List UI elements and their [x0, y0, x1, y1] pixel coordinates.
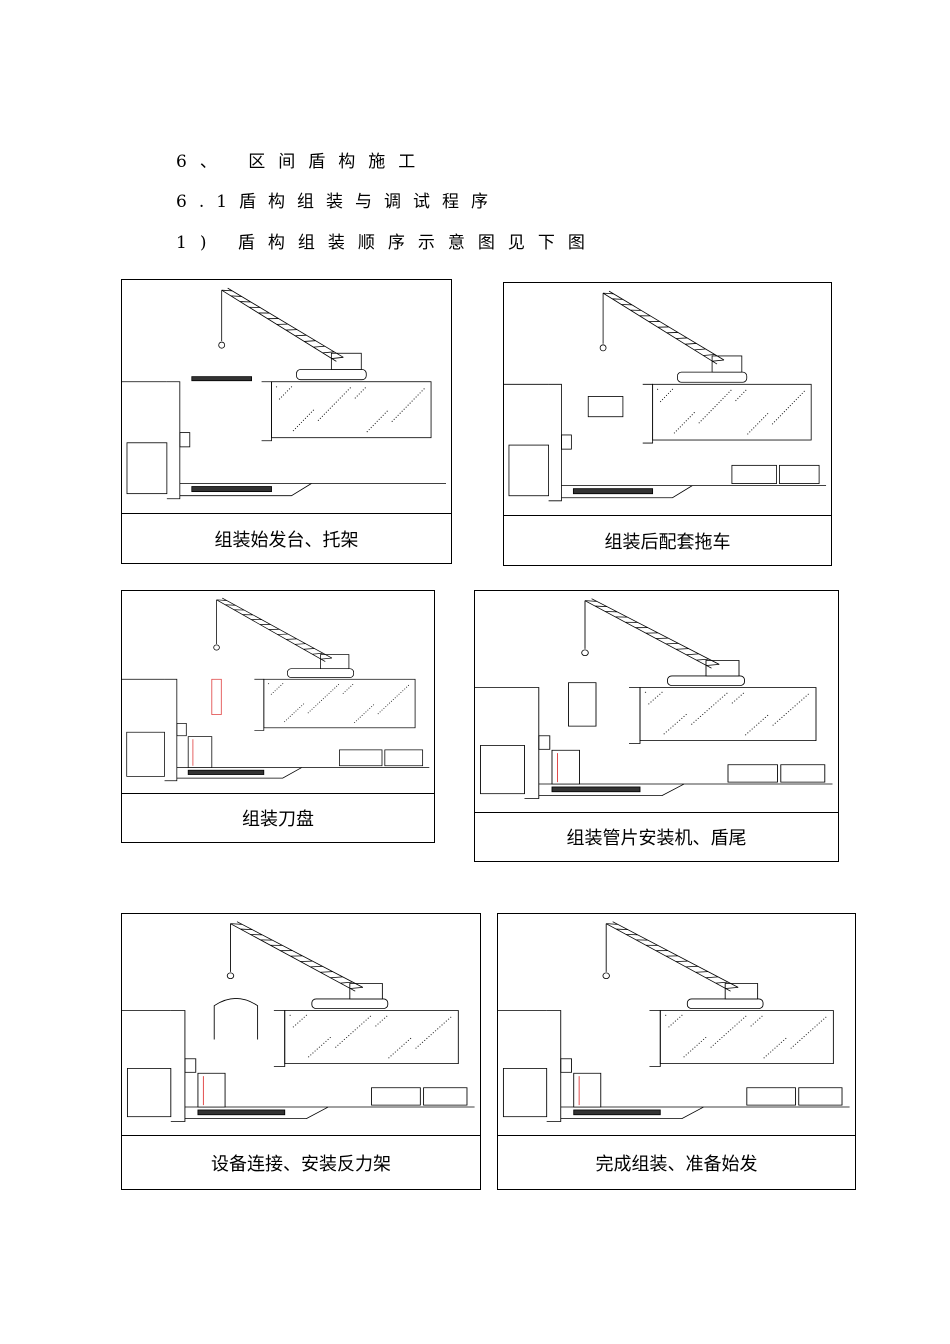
caption-6: 完成组装、准备始发 — [497, 1135, 856, 1190]
section-heading: 6、 区间盾构施工 — [176, 152, 429, 172]
crane-diagram — [504, 290, 827, 502]
crane-diagram — [475, 598, 833, 799]
crane-diagram — [122, 597, 430, 782]
caption-4: 组装管片安装机、盾尾 — [474, 812, 839, 862]
crane-diagram — [122, 921, 475, 1122]
caption-5: 设备连接、安装反力架 — [121, 1135, 481, 1190]
diagram-6 — [497, 913, 856, 1137]
caption-1: 组装始发台、托架 — [121, 513, 452, 564]
subsection-heading: 6.1盾构组装与调试程序 — [176, 192, 501, 212]
caption-2: 组装后配套拖车 — [503, 515, 832, 566]
diagram-2 — [503, 282, 832, 517]
diagram-3 — [121, 590, 435, 795]
item-heading: 1) 盾构组装顺序示意图见下图 — [176, 233, 598, 253]
crane-diagram — [498, 921, 850, 1122]
caption-3: 组装刀盘 — [121, 793, 435, 843]
diagram-4 — [474, 590, 839, 814]
crane-diagram — [122, 287, 447, 500]
diagram-5 — [121, 913, 481, 1137]
diagram-1 — [121, 279, 452, 515]
